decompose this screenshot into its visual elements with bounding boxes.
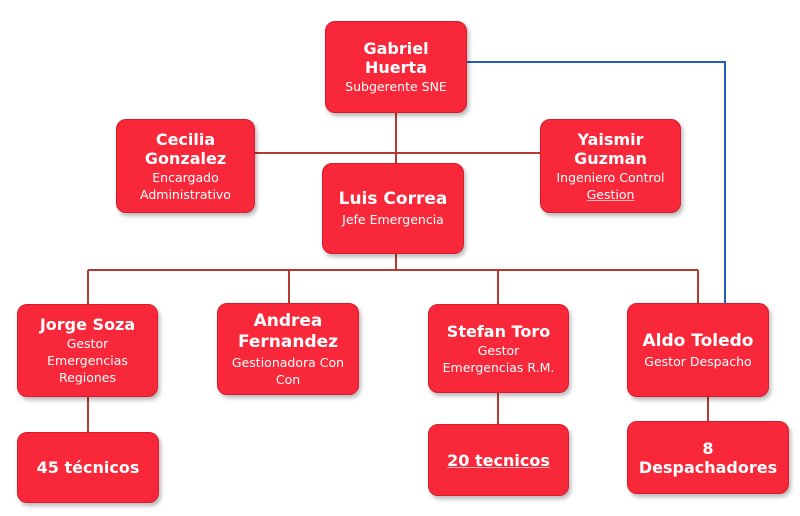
node-name-line1: Yaismir: [577, 129, 644, 149]
node-stefan-toro: Stefan Toro Gestor Emergencias R.M.: [428, 304, 569, 393]
node-role-line1: Gestor: [66, 336, 109, 351]
node-jorge-soza: Jorge Soza Gestor Emergencias Regiones: [17, 304, 158, 397]
node-name: Luis Correa: [338, 189, 448, 209]
node-name: Jorge Soza: [39, 315, 136, 334]
node-role: Gestor Despacho: [644, 353, 752, 369]
node-name: Aldo Toledo: [642, 330, 754, 351]
node-name-line2: Guzman: [574, 148, 647, 168]
node-role-line2: Con: [275, 371, 301, 387]
team-count-label: 20 tecnicos: [447, 450, 550, 470]
node-luis-correa: Luis Correa Jefe Emergencia: [322, 163, 464, 254]
node-team-aldo: 8 Despachadores: [627, 421, 789, 494]
node-role-line2: Administrativo: [140, 186, 231, 202]
node-team-jorge: 45 técnicos: [17, 432, 159, 503]
node-role-line1: Gestionadora Con: [231, 354, 345, 370]
node-gabriel-huerta: Gabriel Huerta Subgerente SNE: [325, 21, 467, 113]
node-aldo-toledo: Aldo Toledo Gestor Despacho: [627, 303, 769, 397]
node-role-line2: Emergencias: [47, 353, 128, 368]
node-name-line2: Gonzalez: [144, 148, 227, 168]
node-andrea-fernandez: Andrea Fernandez Gestionadora Con Con: [217, 303, 359, 395]
node-role-line1: Gestor: [477, 342, 520, 358]
node-role-line1: Ingeniero Control: [556, 169, 665, 185]
node-role-line2: Emergencias R.M.: [442, 359, 555, 375]
team-count-label: 45 técnicos: [36, 458, 140, 477]
connector-gabriel-aldo: [467, 61, 726, 303]
node-role: Subgerente SNE: [345, 79, 447, 94]
node-name-line1: Cecilia: [155, 129, 216, 149]
node-yaismir-guzman: Yaismir Guzman Ingeniero Control Gestion: [540, 119, 681, 213]
node-team-stefan: 20 tecnicos: [428, 424, 569, 496]
node-role-line3: Regiones: [59, 370, 116, 385]
node-role-line1: Encargado: [152, 169, 219, 185]
node-cecilia-gonzalez: Cecilia Gonzalez Encargado Administrativ…: [116, 119, 255, 213]
node-name-line1: Andrea: [253, 310, 323, 331]
node-role-line2: Gestion: [586, 186, 635, 202]
node-name-line2: Fernandez: [237, 331, 339, 352]
node-name: Stefan Toro: [446, 321, 551, 341]
team-count-label: 8 Despachadores: [638, 438, 778, 477]
node-name: Gabriel Huerta: [363, 39, 429, 77]
node-role: Jefe Emergencia: [342, 212, 444, 227]
